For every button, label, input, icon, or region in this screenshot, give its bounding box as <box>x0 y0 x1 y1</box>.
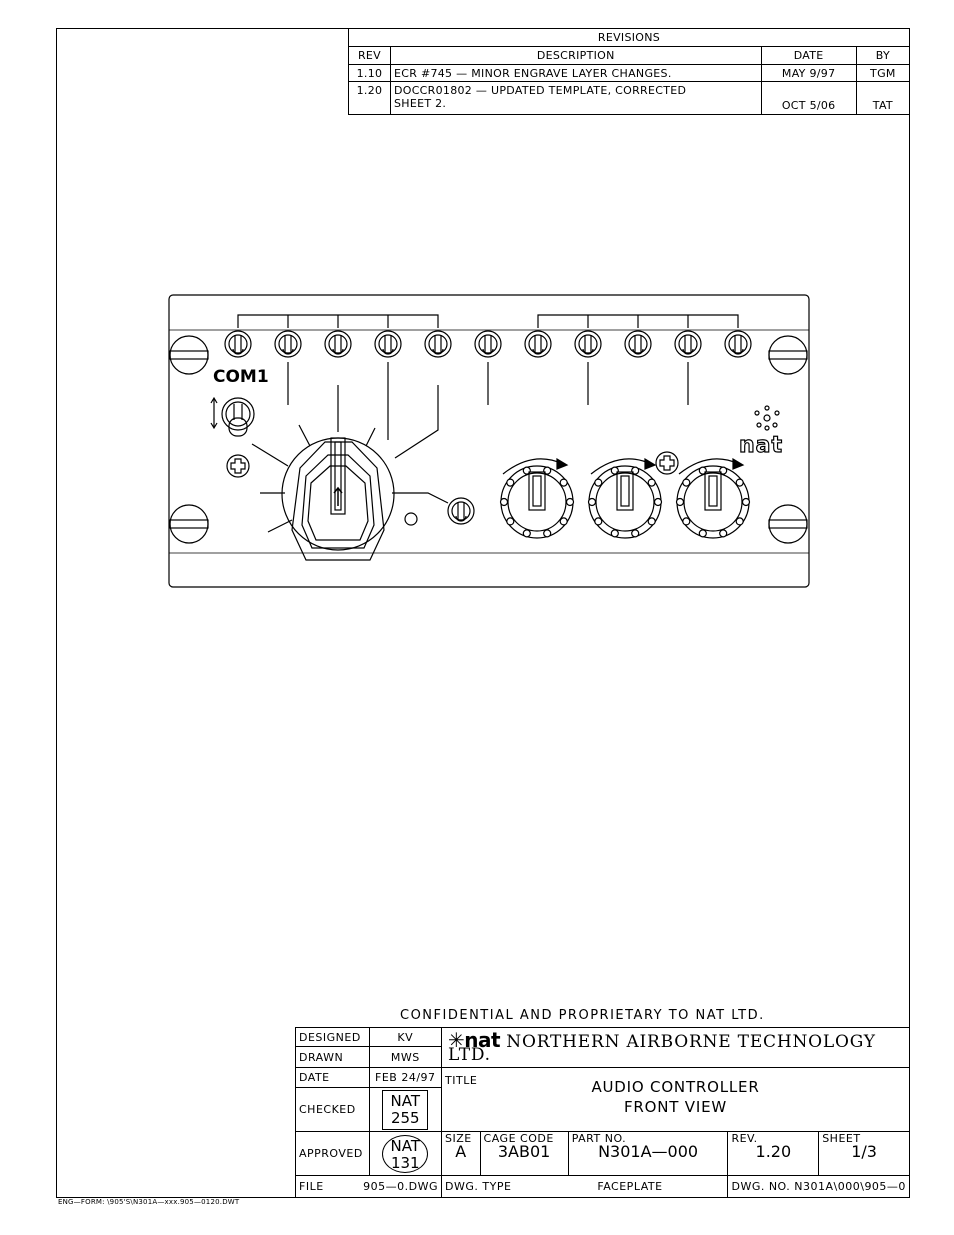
rev-number: 1.10 <box>348 64 391 82</box>
eng-form-note: ENG—FORM: \905'S\N301A—xxx.905—0120.DWT <box>58 1198 240 1206</box>
approved-label: APPROVED <box>295 1131 370 1176</box>
confidential-notice: CONFIDENTIAL AND PROPRIETARY TO NAT LTD. <box>400 1008 765 1023</box>
toggle-switch[interactable] <box>724 330 752 358</box>
volume-knobs <box>499 457 751 539</box>
toggle-switch[interactable] <box>374 330 402 358</box>
size-value: A <box>455 1142 467 1161</box>
dwgtype-cell: DWG. TYPE FACEPLATE <box>441 1175 729 1198</box>
title-label: TITLE <box>445 1074 478 1087</box>
file-label: FILE <box>299 1180 324 1193</box>
indicator-led <box>404 512 418 526</box>
com1-label: COM1 <box>213 367 269 387</box>
file-value: 905—0.DWG <box>363 1180 439 1193</box>
up-down-arrow-icon <box>210 396 218 430</box>
toggle-switch[interactable] <box>574 330 602 358</box>
toggle-switch[interactable] <box>324 330 352 358</box>
toggle-switch[interactable] <box>224 330 252 358</box>
toggle-switch[interactable] <box>674 330 702 358</box>
dwgtype-label: DWG. TYPE <box>445 1180 512 1193</box>
phillips-screws <box>226 451 679 478</box>
cage-label: CAGE CODE <box>483 1132 554 1145</box>
toggle-switch[interactable] <box>624 330 652 358</box>
nat-logo-text: nat <box>739 433 783 458</box>
size-label: SIZE <box>445 1132 472 1145</box>
company-cell: ✳nat NORTHERN AIRBORNE TECHNOLOGY LTD. <box>441 1027 910 1068</box>
dwgtype-value: FACEPLATE <box>597 1180 663 1193</box>
title-cell: TITLE AUDIO CONTROLLER FRONT VIEW <box>441 1067 910 1132</box>
col-by: BY <box>855 46 911 65</box>
volume-knob[interactable] <box>499 457 575 539</box>
dwgno-label: DWG. NO. <box>731 1180 791 1193</box>
volume-knob[interactable] <box>675 457 751 539</box>
aux-toggle <box>447 497 475 525</box>
size-cell: SIZE A <box>441 1131 481 1176</box>
nat-logo-mark <box>754 405 780 431</box>
cage-value: 3AB01 <box>497 1142 551 1161</box>
rev-description: DOCCR01802 — UPDATED TEMPLATE, CORRECTED… <box>389 81 762 115</box>
mount-screws <box>169 335 808 544</box>
drawn-label: DRAWN <box>295 1046 370 1068</box>
dwgno-value: N301A\000\905—0 <box>794 1180 906 1193</box>
faceplate-outline <box>168 294 810 588</box>
group-bracket-right <box>537 314 739 328</box>
company-name: NORTHERN AIRBORNE TECHNOLOGY LTD. <box>448 1031 876 1065</box>
designed-label: DESIGNED <box>295 1027 370 1047</box>
drawn-value: MWS <box>368 1046 443 1068</box>
revisions-table: REVISIONS REV DESCRIPTION DATE BY 1.10 E… <box>348 28 911 115</box>
part-label: PART NO. <box>571 1132 627 1145</box>
rev-date: OCT 5/06 <box>760 81 857 115</box>
toggle-switches <box>224 330 752 358</box>
revision-row: 1.20 DOCCR01802 — UPDATED TEMPLATE, CORR… <box>348 81 911 115</box>
file-cell: FILE 905—0.DWG <box>294 1175 443 1198</box>
toggle-switch[interactable] <box>524 330 552 358</box>
date-label: DATE <box>295 1067 370 1088</box>
date-value: FEB 24/97 <box>368 1067 443 1088</box>
toggle-switch[interactable] <box>474 330 502 358</box>
tb-rev-label: REV. <box>731 1132 758 1145</box>
designed-value: KV <box>368 1027 443 1047</box>
dwgno-cell: DWG. NO. N301A\000\905—0 <box>727 1175 910 1198</box>
title-line1: AUDIO CONTROLLER <box>591 1078 760 1096</box>
sheet-label: SHEET <box>822 1132 861 1145</box>
col-rev: REV <box>348 46 391 65</box>
group-bracket-left <box>237 314 439 328</box>
sheet-value: 1/3 <box>851 1142 877 1161</box>
rotary-selector <box>281 437 395 561</box>
checked-label: CHECKED <box>295 1087 370 1132</box>
rev-cell: REV. 1.20 <box>727 1131 820 1176</box>
title-line2: FRONT VIEW <box>624 1098 728 1116</box>
com1-toggle <box>210 396 255 437</box>
rev-by: TAT <box>855 81 911 115</box>
sheet-cell: SHEET 1/3 <box>818 1131 910 1176</box>
volume-knob[interactable] <box>587 457 663 539</box>
part-cell: PART NO. N301A—000 <box>567 1131 729 1176</box>
toggle-switch[interactable] <box>424 330 452 358</box>
rev-number: 1.20 <box>348 81 391 115</box>
rev-description-line2: SHEET 2. <box>393 97 447 110</box>
cage-cell: CAGE CODE 3AB01 <box>479 1131 569 1176</box>
title-block: DESIGNED KV ✳nat NORTHERN AIRBORNE TECHN… <box>294 1027 910 1198</box>
rev-description-line1: DOCCR01802 — UPDATED TEMPLATE, CORRECTED <box>393 84 687 97</box>
tb-rev-value: 1.20 <box>755 1142 792 1161</box>
toggle-switch[interactable] <box>274 330 302 358</box>
part-value: N301A—000 <box>598 1142 699 1161</box>
company-logo: ✳nat <box>448 1027 501 1052</box>
